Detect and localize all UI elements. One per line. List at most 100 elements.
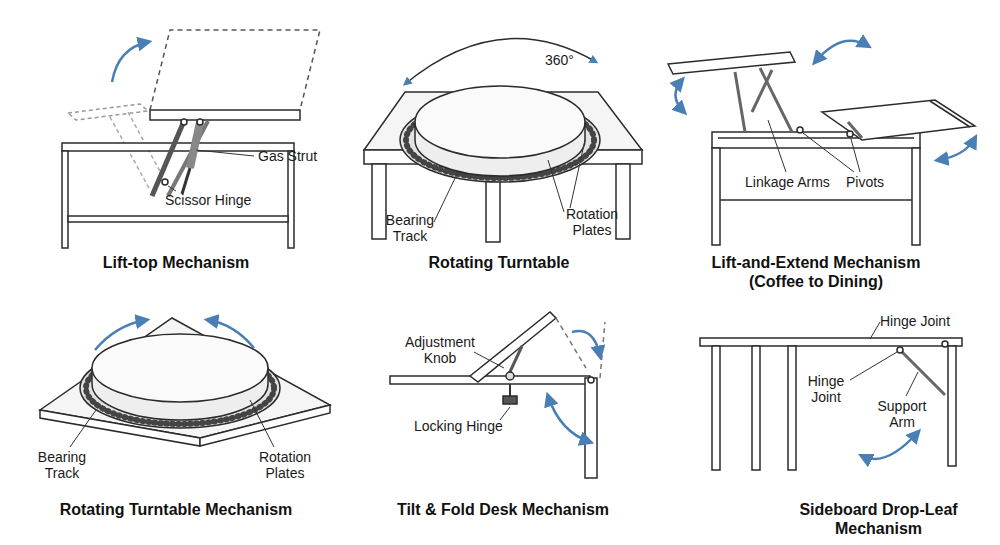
mechanism-title: Lift-and-Extend Mechanism (Coffee to Din…	[700, 253, 932, 291]
motion-arrow	[675, 41, 975, 160]
lift-top-illustration-part	[168, 121, 208, 196]
part-label: Linkage Arms	[745, 174, 830, 190]
part-label: Rotation Plates	[259, 449, 311, 481]
motion-arrow-part	[938, 138, 975, 160]
mechanism-title: Tilt & Fold Desk Mechanism	[397, 500, 609, 519]
tilt-fold-illustration-part	[588, 377, 594, 383]
leader-line-part	[70, 410, 96, 447]
lift-top-illustration-part	[190, 122, 200, 168]
turntable-illustration-part	[415, 86, 585, 158]
part-label: Pivots	[846, 174, 884, 190]
drop-leaf-illustration-part	[700, 338, 962, 346]
leader-line	[474, 352, 510, 420]
lift-top-illustration-part	[182, 168, 190, 194]
part-label: Adjustment Knob	[405, 334, 475, 366]
lift-top-illustration-part	[288, 151, 294, 248]
tilt-fold-illustration-part	[390, 376, 590, 384]
leader-line-part	[768, 120, 786, 172]
lift-extend-illustration-part	[797, 127, 803, 133]
lift-top-illustration-part	[152, 121, 184, 196]
turntable-mechanism-illustration	[40, 318, 330, 446]
lift-top-illustration-part	[197, 119, 203, 125]
motion-arrow-part	[95, 320, 146, 350]
turntable-illustration-part	[372, 164, 386, 239]
lift-extend-illustration-part	[847, 131, 853, 137]
part-label: Hinge Joint	[808, 373, 845, 405]
lift-top-illustration-part	[150, 110, 300, 120]
leader-line-part	[434, 172, 458, 222]
part-label: Gas Strut	[258, 148, 317, 164]
leader-line	[70, 400, 274, 447]
tilt-fold-illustration	[390, 312, 605, 478]
motion-arrow-part	[675, 80, 684, 112]
lift-extend-illustration-part	[668, 52, 795, 74]
motion-arrow-part	[815, 41, 868, 62]
lift-extend-illustration-part	[720, 199, 912, 201]
drop-leaf-illustration-part	[942, 341, 948, 347]
drop-leaf-illustration	[700, 338, 962, 470]
tilt-fold-illustration-part	[470, 312, 556, 382]
motion-arrow	[548, 331, 600, 442]
leader-line	[434, 140, 585, 222]
lift-extend-illustration-part	[712, 148, 720, 245]
lift-top-illustration-part	[62, 151, 68, 248]
lift-top-illustration-part	[68, 104, 148, 120]
part-label: Support Arm	[877, 398, 926, 430]
lift-extend-illustration-part	[735, 72, 745, 132]
lift-extend-illustration-part	[848, 122, 862, 138]
drop-leaf-illustration-part	[712, 346, 720, 470]
lift-extend-illustration-part	[822, 100, 975, 140]
part-label: Hinge Joint	[880, 313, 950, 329]
lift-extend-illustration-part	[760, 68, 792, 132]
leader-line-part	[196, 150, 254, 156]
motion-arrow	[862, 432, 918, 459]
turntable-mechanism-illustration-part	[92, 334, 268, 402]
lift-top-illustration-part	[150, 30, 320, 110]
leader-line-part	[570, 140, 585, 208]
leader-line-part	[850, 352, 897, 380]
part-label: Locking Hinge	[414, 418, 503, 434]
motion-arrow-part	[862, 432, 918, 459]
mechanism-title: Lift-top Mechanism	[103, 253, 250, 272]
leader-line-part	[803, 133, 854, 172]
drop-leaf-illustration-part	[948, 346, 956, 466]
lift-top-illustration-part	[162, 179, 168, 185]
motion-arrow	[112, 42, 148, 82]
lift-top-illustration	[62, 30, 320, 248]
part-label: 360°	[545, 52, 574, 68]
leader-line-part	[548, 160, 564, 212]
mechanism-title: Rotating Turntable Mechanism	[60, 500, 293, 519]
turntable-illustration-part	[616, 164, 630, 239]
leader-line-part	[851, 139, 860, 172]
part-label: Rotation Plates	[566, 206, 618, 238]
part-label: Scissor Hinge	[165, 192, 251, 208]
leader-line	[768, 120, 860, 172]
lift-extend-illustration-part	[912, 148, 920, 245]
drop-leaf-illustration-part	[897, 347, 903, 353]
motion-arrow-part	[548, 396, 590, 442]
lift-top-illustration-part	[68, 216, 288, 222]
motion-arrow	[95, 320, 254, 350]
leader-line-part	[250, 400, 274, 447]
drop-leaf-illustration-part	[752, 346, 760, 470]
rotation-arrow	[405, 39, 596, 84]
lift-extend-illustration-part	[930, 101, 970, 127]
mechanism-title: Rotating Turntable	[428, 253, 569, 272]
leader-line-part	[870, 322, 880, 339]
tilt-fold-illustration-part	[503, 396, 517, 404]
tilt-fold-illustration-part	[506, 372, 514, 380]
lift-top-illustration-part	[181, 119, 187, 125]
motion-arrow-part	[112, 42, 148, 82]
part-label: Bearing Track	[38, 449, 86, 481]
part-label: Bearing Track	[386, 212, 434, 244]
mechanism-title: Sideboard Drop-Leaf Mechanism	[757, 500, 1000, 538]
leader-line	[168, 150, 254, 191]
motion-arrow-part	[208, 320, 254, 348]
drop-leaf-illustration-part	[900, 350, 945, 395]
leader-line-part	[906, 372, 918, 396]
lift-extend-illustration-part	[752, 70, 772, 112]
tilt-fold-illustration-part	[600, 322, 605, 378]
leader-line-part	[168, 186, 176, 191]
